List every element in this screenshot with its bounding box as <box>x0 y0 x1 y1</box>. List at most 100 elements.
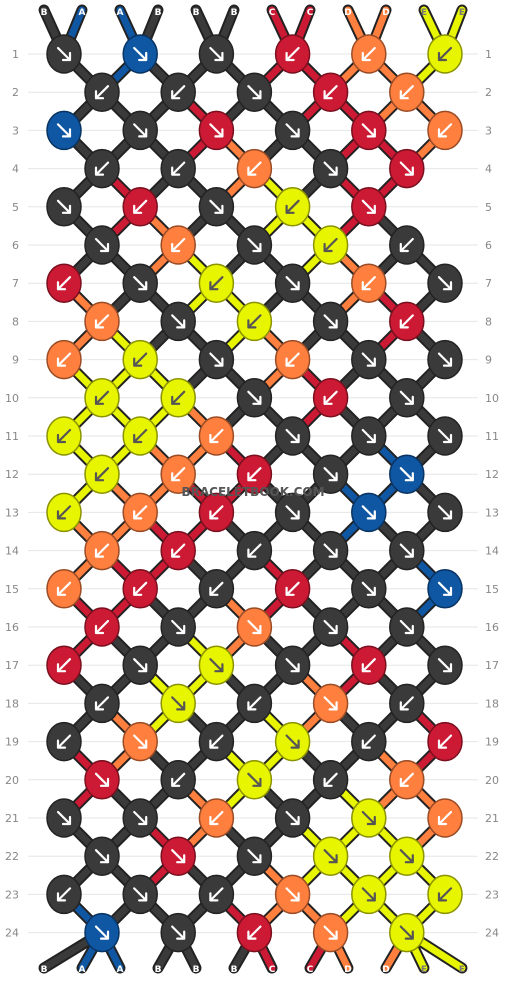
knot <box>274 798 311 838</box>
arrow-down-left-icon <box>133 428 148 444</box>
arrow-down-left-icon <box>94 696 110 711</box>
knot <box>389 148 425 189</box>
watermark-text: BRACELETBOOK.COM <box>181 485 324 499</box>
knot <box>198 339 235 380</box>
arrow-down-left-icon <box>323 772 338 787</box>
row-number-right: 2 <box>485 86 492 99</box>
knot <box>160 301 196 342</box>
row-number-right: 8 <box>485 315 492 328</box>
arrow-down-right-icon <box>247 85 262 100</box>
knot <box>351 569 387 609</box>
knot <box>122 874 158 915</box>
knot <box>84 760 120 800</box>
arrow-down-left-icon <box>171 161 186 176</box>
knot <box>351 874 387 915</box>
arrow-down-right-icon <box>437 581 453 596</box>
row-number-right: 21 <box>485 812 499 825</box>
knot <box>389 683 425 724</box>
arrow-down-left-icon <box>56 276 72 291</box>
arrow-down-right-icon <box>56 810 72 826</box>
row-number-right: 7 <box>485 277 492 290</box>
arrow-down-left-icon <box>56 581 72 596</box>
bottom-strand-label: B <box>193 965 200 975</box>
arrow-down-left-icon <box>361 276 376 291</box>
arrow-down-left-icon <box>247 161 262 176</box>
arrow-down-left-icon <box>56 428 72 444</box>
knot <box>236 225 273 265</box>
knot <box>46 110 82 151</box>
arrow-down-right-icon <box>56 123 72 138</box>
bottom-strand-label: C <box>307 965 314 975</box>
arrow-down-right-icon <box>247 390 262 405</box>
knot <box>274 721 311 762</box>
arrow-down-left-icon <box>247 543 262 558</box>
arrow-down-left-icon <box>94 619 110 635</box>
row-number-left: 6 <box>12 239 19 252</box>
row-number-left: 21 <box>5 812 19 825</box>
arrow-down-right-icon <box>323 467 338 482</box>
arrow-down-left-icon <box>247 925 262 940</box>
row-number-right: 12 <box>485 468 499 481</box>
knot <box>160 378 196 418</box>
knot <box>236 683 273 724</box>
row-number-right: 10 <box>485 392 499 405</box>
arrow-down-left-icon <box>399 85 414 100</box>
knot <box>427 569 463 609</box>
arrow-down-right-icon <box>399 619 414 635</box>
arrow-down-right-icon <box>323 543 338 558</box>
knot <box>312 225 349 265</box>
knot <box>84 378 120 418</box>
top-strand-label: D <box>382 8 389 18</box>
row-number-right: 11 <box>485 430 499 443</box>
arrow-down-right-icon <box>171 925 186 940</box>
bottom-strand-label: A <box>79 965 86 975</box>
knot <box>236 378 273 418</box>
row-number-right: 17 <box>485 659 499 672</box>
row-number-left: 13 <box>5 506 19 519</box>
arrow-down-right-icon <box>285 505 300 520</box>
arrow-down-right-icon <box>133 887 148 902</box>
arrow-down-left-icon <box>94 543 110 558</box>
row-number-right: 5 <box>485 201 492 214</box>
knot <box>160 72 196 112</box>
row-number-left: 23 <box>5 888 19 901</box>
arrow-down-left-icon <box>133 581 148 596</box>
arrow-down-left-icon <box>323 390 338 405</box>
arrow-down-right-icon <box>133 276 148 291</box>
knot <box>351 339 387 380</box>
knot <box>427 874 463 915</box>
knot <box>84 301 120 342</box>
knot <box>160 836 196 876</box>
knot <box>236 607 273 647</box>
knot <box>312 148 349 189</box>
arrow-down-right-icon <box>361 123 376 138</box>
knot <box>46 416 82 456</box>
row-number-left: 7 <box>12 277 19 290</box>
knot <box>160 760 196 800</box>
row-number-right: 14 <box>485 545 499 558</box>
knot <box>84 148 120 189</box>
knot <box>312 530 349 571</box>
row-number-left: 20 <box>5 774 19 787</box>
arrow-down-left-icon <box>285 352 300 367</box>
arrow-down-left-icon <box>209 581 224 596</box>
knot <box>46 34 82 74</box>
knot <box>84 836 120 876</box>
knot <box>160 607 196 647</box>
knot <box>274 569 311 609</box>
knot <box>122 110 158 151</box>
knot <box>198 569 235 609</box>
arrow-down-right-icon <box>361 199 376 214</box>
arrow-down-right-icon <box>285 658 300 673</box>
arrow-down-left-icon <box>323 85 338 100</box>
arrow-down-left-icon <box>56 505 72 520</box>
row-number-left: 1 <box>12 48 19 61</box>
knot <box>160 225 196 265</box>
arrow-down-left-icon <box>171 390 186 405</box>
arrow-down-right-icon <box>361 428 376 444</box>
arrow-down-left-icon <box>94 314 110 329</box>
knot <box>236 148 273 189</box>
knot <box>122 492 158 533</box>
